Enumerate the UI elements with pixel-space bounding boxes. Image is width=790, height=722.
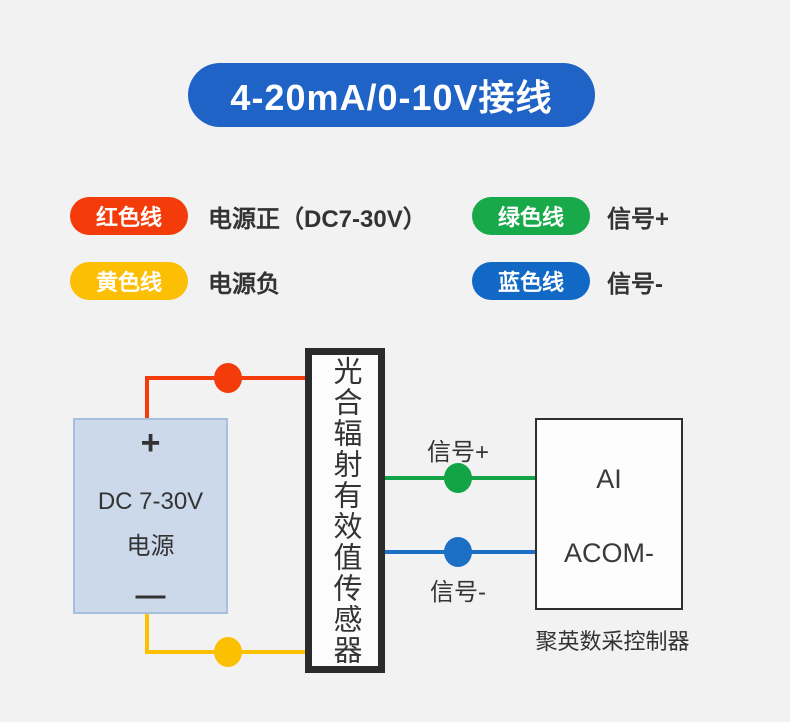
blue-wire-dot — [444, 537, 472, 567]
power-positive-wire-vertical — [145, 377, 149, 418]
legend-desc-power-positive: 电源正（DC7-30V） — [208, 205, 427, 233]
power-plus-terminal: + — [140, 424, 161, 462]
controller-box: AI ACOM- — [535, 418, 683, 610]
power-supply-label: 电源 — [126, 533, 175, 560]
legend-desc-signal-minus: 信号- — [607, 270, 663, 298]
power-supply-box: + DC 7-30V 电源 — — [73, 418, 228, 614]
signal-minus-label: 信号- — [430, 579, 486, 606]
sensor-box: 光合辐射有效值传感器 — [305, 348, 385, 673]
title-banner: 4-20mA/0-10V接线 — [188, 63, 595, 127]
green-wire-dot — [444, 463, 472, 493]
controller-caption: 聚英数采控制器 — [535, 629, 690, 654]
legend-desc-signal-plus: 信号+ — [607, 205, 670, 233]
signal-plus-label: 信号+ — [426, 439, 489, 466]
legend-pill-blue-wire: 蓝色线 — [472, 262, 590, 300]
legend-desc-power-negative: 电源负 — [208, 270, 280, 298]
sensor-name-label: 光合辐射有效值传感器 — [329, 355, 361, 666]
power-voltage-label: DC 7-30V — [97, 488, 204, 515]
yellow-wire-dot — [214, 637, 242, 667]
power-minus-terminal: — — [135, 579, 166, 612]
legend-pill-green-wire: 绿色线 — [472, 197, 590, 235]
controller-ai-terminal: AI — [596, 464, 622, 494]
legend-pill-yellow-wire: 黄色线 — [70, 262, 188, 300]
red-wire-dot — [214, 363, 242, 393]
power-negative-wire-vertical — [145, 614, 149, 654]
legend-pill-red-wire: 红色线 — [70, 197, 188, 235]
controller-acom-terminal: ACOM- — [564, 538, 654, 568]
